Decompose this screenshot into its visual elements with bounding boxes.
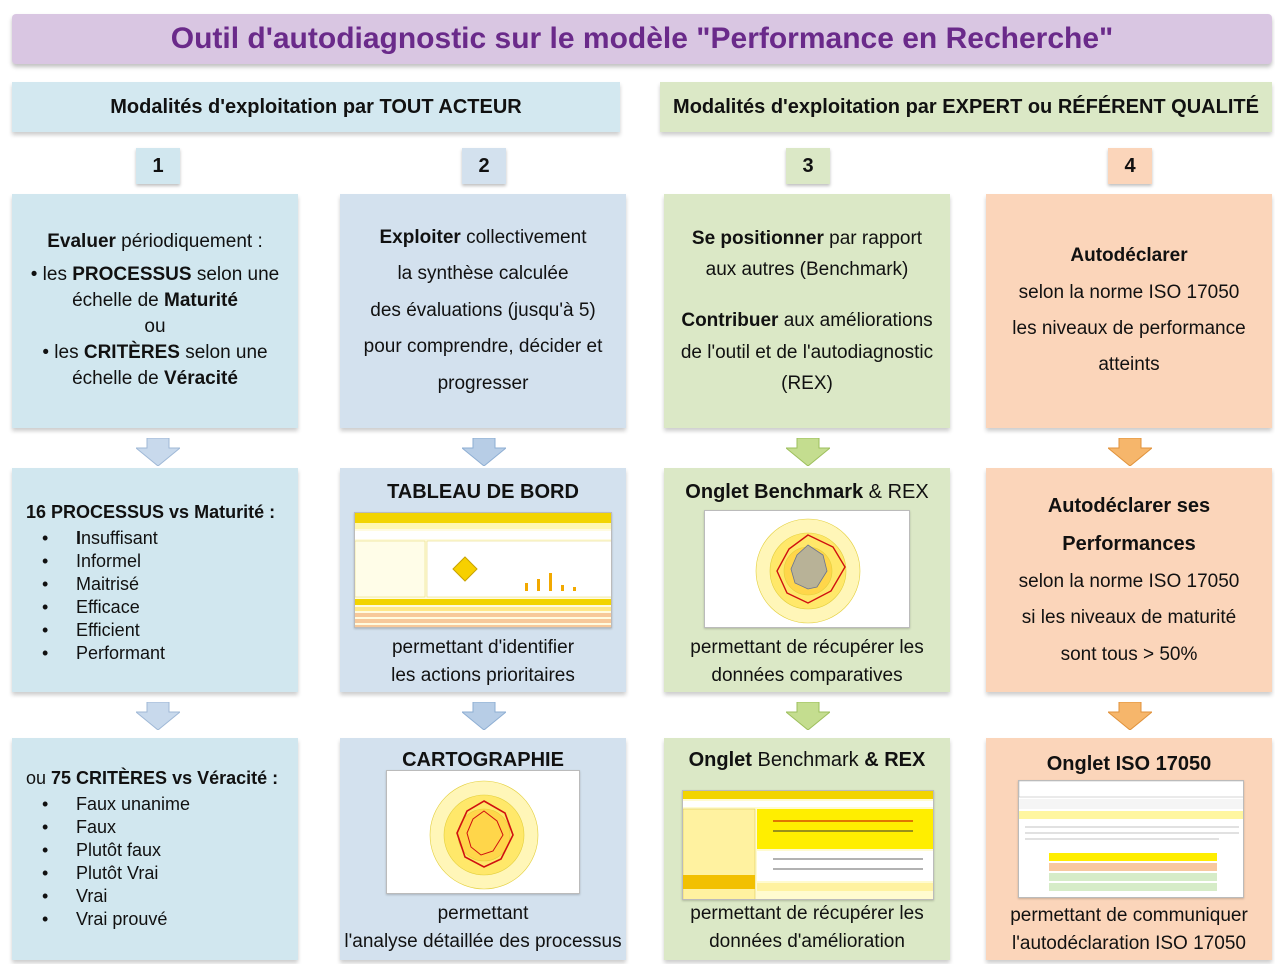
box-onglet-benchmark-rex: Onglet Benchmark & REX permettant de réc… xyxy=(664,738,950,960)
maturity-list: Insuffisant Informel Maitrisé Efficace E… xyxy=(42,527,298,665)
list-item: Performant xyxy=(42,642,298,665)
arrow-down-icon xyxy=(136,702,180,730)
list-item: Faux xyxy=(42,816,298,839)
page-title: Outil d'autodiagnostic sur le modèle "Pe… xyxy=(12,14,1272,64)
arrow-down-icon xyxy=(136,438,180,466)
criteres-title: ou 75 CRITÈRES vs Véracité : xyxy=(26,768,279,788)
list-item: Maitrisé xyxy=(42,573,298,596)
benchmark-radar-thumbnail xyxy=(704,510,910,628)
step-number-3: 3 xyxy=(786,148,830,184)
step-number-2: 2 xyxy=(462,148,506,184)
arrow-down-icon xyxy=(462,438,506,466)
veracite-list: Faux unanime Faux Plutôt faux Plutôt Vra… xyxy=(42,793,298,931)
arrow-down-icon xyxy=(462,702,506,730)
arrow-down-icon xyxy=(786,438,830,466)
cartographie-title: CARTOGRAPHIE xyxy=(402,749,564,771)
box-16-processus: 16 PROCESSUS vs Maturité : Insuffisant I… xyxy=(12,468,298,692)
step-number-1: 1 xyxy=(136,148,180,184)
box-onglet-iso: Onglet ISO 17050 permettant de communiqu… xyxy=(986,738,1272,960)
iso-title: Onglet ISO 17050 xyxy=(1046,753,1212,775)
rex-form-thumbnail xyxy=(682,790,934,900)
list-item: Insuffisant xyxy=(42,527,298,550)
section-header-tout-acteur: Modalités d'exploitation par TOUT ACTEUR xyxy=(12,82,620,132)
processus-title: 16 PROCESSUS vs Maturité : xyxy=(26,502,276,522)
iso-declaration-thumbnail xyxy=(1018,780,1244,898)
list-item: Efficient xyxy=(42,619,298,642)
box-autodeclarer: Autodéclarer selon la norme ISO 17050 le… xyxy=(986,194,1272,428)
box-evaluer: Evaluer périodiquement : • les PROCESSUS… xyxy=(12,194,298,428)
box-exploiter: Exploiter collectivement la synthèse cal… xyxy=(340,194,626,428)
list-item: Vrai xyxy=(42,885,298,908)
step-number-4: 4 xyxy=(1108,148,1152,184)
list-item: Informel xyxy=(42,550,298,573)
box-75-criteres: ou 75 CRITÈRES vs Véracité : Faux unanim… xyxy=(12,738,298,960)
section-header-expert: Modalités d'exploitation par EXPERT ou R… xyxy=(660,82,1272,132)
list-item: Faux unanime xyxy=(42,793,298,816)
arrow-down-icon xyxy=(1108,438,1152,466)
dashboard-thumbnail xyxy=(354,512,612,628)
list-item: Plutôt faux xyxy=(42,839,298,862)
box-onglet-benchmark: Onglet Benchmark & REX permettant de réc… xyxy=(664,468,950,692)
arrow-down-icon xyxy=(1108,702,1152,730)
arrow-down-icon xyxy=(786,702,830,730)
box-autodeclarer-performances: Autodéclarer ses Performances selon la n… xyxy=(986,468,1272,692)
list-item: Vrai prouvé xyxy=(42,908,298,931)
tableau-title: TABLEAU DE BORD xyxy=(387,481,579,503)
list-item: Plutôt Vrai xyxy=(42,862,298,885)
benchmark-title: Onglet Benchmark & REX xyxy=(685,481,929,503)
benchmark-rex-title: Onglet Benchmark & REX xyxy=(688,749,926,771)
box-se-positionner: Se positionner par rapport aux autres (B… xyxy=(664,194,950,428)
list-item: Efficace xyxy=(42,596,298,619)
cartography-radar-thumbnail xyxy=(386,770,580,894)
